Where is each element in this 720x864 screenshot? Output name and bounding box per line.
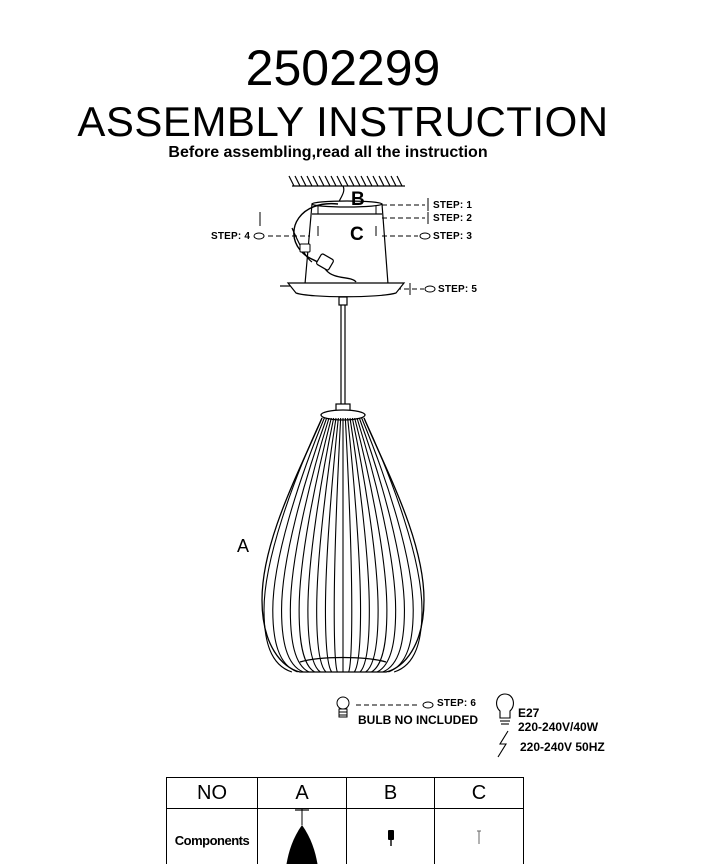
- shade-rib: [263, 417, 323, 673]
- shade-rib: [358, 417, 405, 673]
- components-table: NO A B C Components: [166, 777, 524, 864]
- shade-bottom-rim: [299, 656, 387, 663]
- bulb-icon: [336, 696, 350, 718]
- wiring: [293, 203, 357, 283]
- component-b-image: [346, 808, 435, 864]
- shade-rib: [354, 417, 388, 673]
- step-2-label: STEP: 2: [433, 213, 473, 224]
- wire-connector-icon: [387, 830, 394, 846]
- header-no: NO: [166, 777, 258, 809]
- shade-rib: [361, 417, 414, 673]
- header-a: A: [257, 777, 347, 809]
- lightning-icon: [497, 730, 509, 758]
- screw-icon: [477, 830, 481, 844]
- table-row: Components: [166, 808, 524, 864]
- ceiling-hatch: [288, 175, 405, 187]
- document-subtitle: Before assembling,read all the instructi…: [168, 144, 488, 161]
- bracket-screws: [259, 206, 377, 236]
- part-label-c: C: [350, 224, 364, 245]
- row-label-components: Components: [166, 808, 258, 864]
- canopy-plate: [280, 282, 406, 298]
- power-rating: 220-240V 50HZ: [520, 740, 605, 754]
- shade-rib: [307, 417, 335, 673]
- document-number: 2502299: [245, 40, 441, 96]
- component-a-image: [257, 808, 347, 864]
- document-title: ASSEMBLY INSTRUCTION: [77, 98, 609, 145]
- shade-rib: [363, 417, 423, 673]
- lamp-shade: [261, 409, 425, 673]
- shade-rib: [281, 417, 328, 673]
- lamp-shade-icon: [286, 809, 318, 864]
- e27-bulb-icon: [496, 693, 514, 725]
- header-b: B: [346, 777, 435, 809]
- step-4-label: STEP: 4: [211, 231, 251, 242]
- step-3-label: STEP: 3: [433, 231, 473, 242]
- part-label-b: B: [351, 189, 365, 210]
- step-5-label: STEP: 5: [438, 284, 478, 295]
- suspension-rod: [335, 296, 351, 413]
- shade-rib: [298, 417, 332, 673]
- bulb-socket-type: E27: [518, 706, 540, 720]
- shade-rib: [351, 417, 379, 673]
- shade-rib: [347, 417, 362, 673]
- shade-rib: [324, 417, 339, 673]
- step-screw-icons: [253, 198, 436, 709]
- table-header-row: NO A B C: [166, 777, 524, 809]
- step-lines: [268, 204, 425, 706]
- header-c: C: [434, 777, 524, 809]
- shade-rib: [344, 417, 353, 673]
- step-6-label: STEP: 6: [437, 698, 477, 709]
- shade-rib: [349, 417, 370, 673]
- step-1-label: STEP: 1: [433, 200, 473, 211]
- shade-rib: [316, 417, 337, 673]
- bulb-rating: 220-240V/40W: [518, 720, 599, 734]
- shade-rib: [356, 417, 397, 673]
- part-label-a: A: [237, 536, 250, 556]
- shade-rib: [333, 417, 342, 673]
- shade-rib: [289, 417, 330, 673]
- bulb-not-included-note: BULB NO INCLUDED: [358, 713, 478, 727]
- shade-rib: [272, 417, 325, 673]
- component-c-image: [434, 808, 524, 864]
